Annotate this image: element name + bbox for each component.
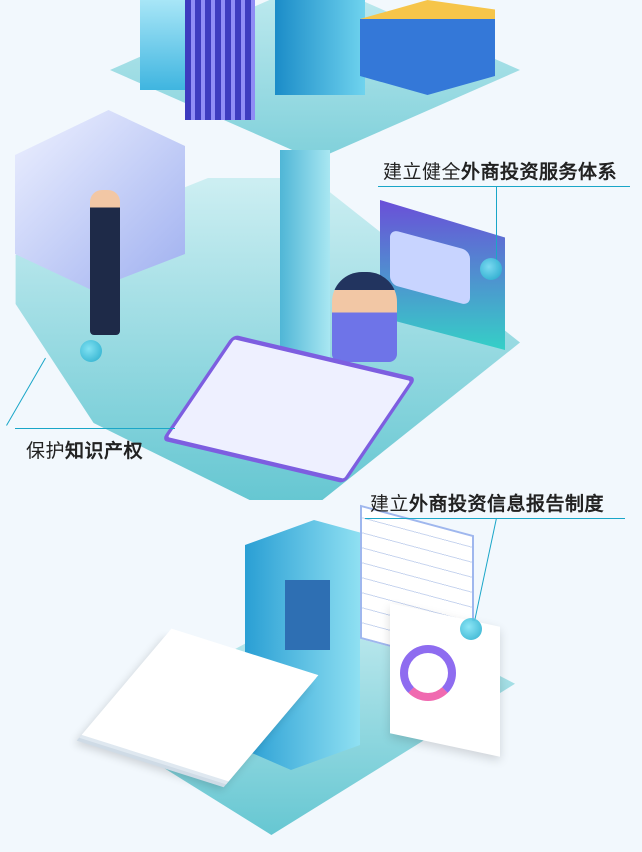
label-normal: 建立健全 <box>383 161 462 183</box>
label-service-system: 建立健全外商投资服务体系 <box>383 157 617 184</box>
donut-chart <box>400 645 456 701</box>
marker-dot <box>460 618 482 640</box>
leader-line <box>15 428 175 429</box>
label-normal: 保护 <box>26 440 66 462</box>
building-tower <box>275 0 365 95</box>
leader-line <box>378 186 630 187</box>
presenter-figure <box>90 190 120 335</box>
marker-dot <box>80 340 102 362</box>
support-agent <box>332 272 397 362</box>
label-bold: 知识产权 <box>65 440 144 462</box>
leader-line <box>474 517 497 621</box>
coin-stack-building <box>360 0 495 95</box>
marker-dot <box>480 258 502 280</box>
label-normal: 建立 <box>370 493 410 515</box>
building-purple <box>185 0 255 120</box>
label-bold: 外商投资信息报告制度 <box>409 493 605 515</box>
label-ip-protection: 保护知识产权 <box>26 436 143 463</box>
building-frame-window <box>285 580 330 650</box>
label-bold: 外商投资服务体系 <box>461 161 618 183</box>
leader-line <box>496 186 497 268</box>
building-blue <box>140 0 185 90</box>
label-info-report: 建立外商投资信息报告制度 <box>370 489 604 516</box>
central-pillar <box>280 150 330 380</box>
leader-line <box>6 357 46 426</box>
